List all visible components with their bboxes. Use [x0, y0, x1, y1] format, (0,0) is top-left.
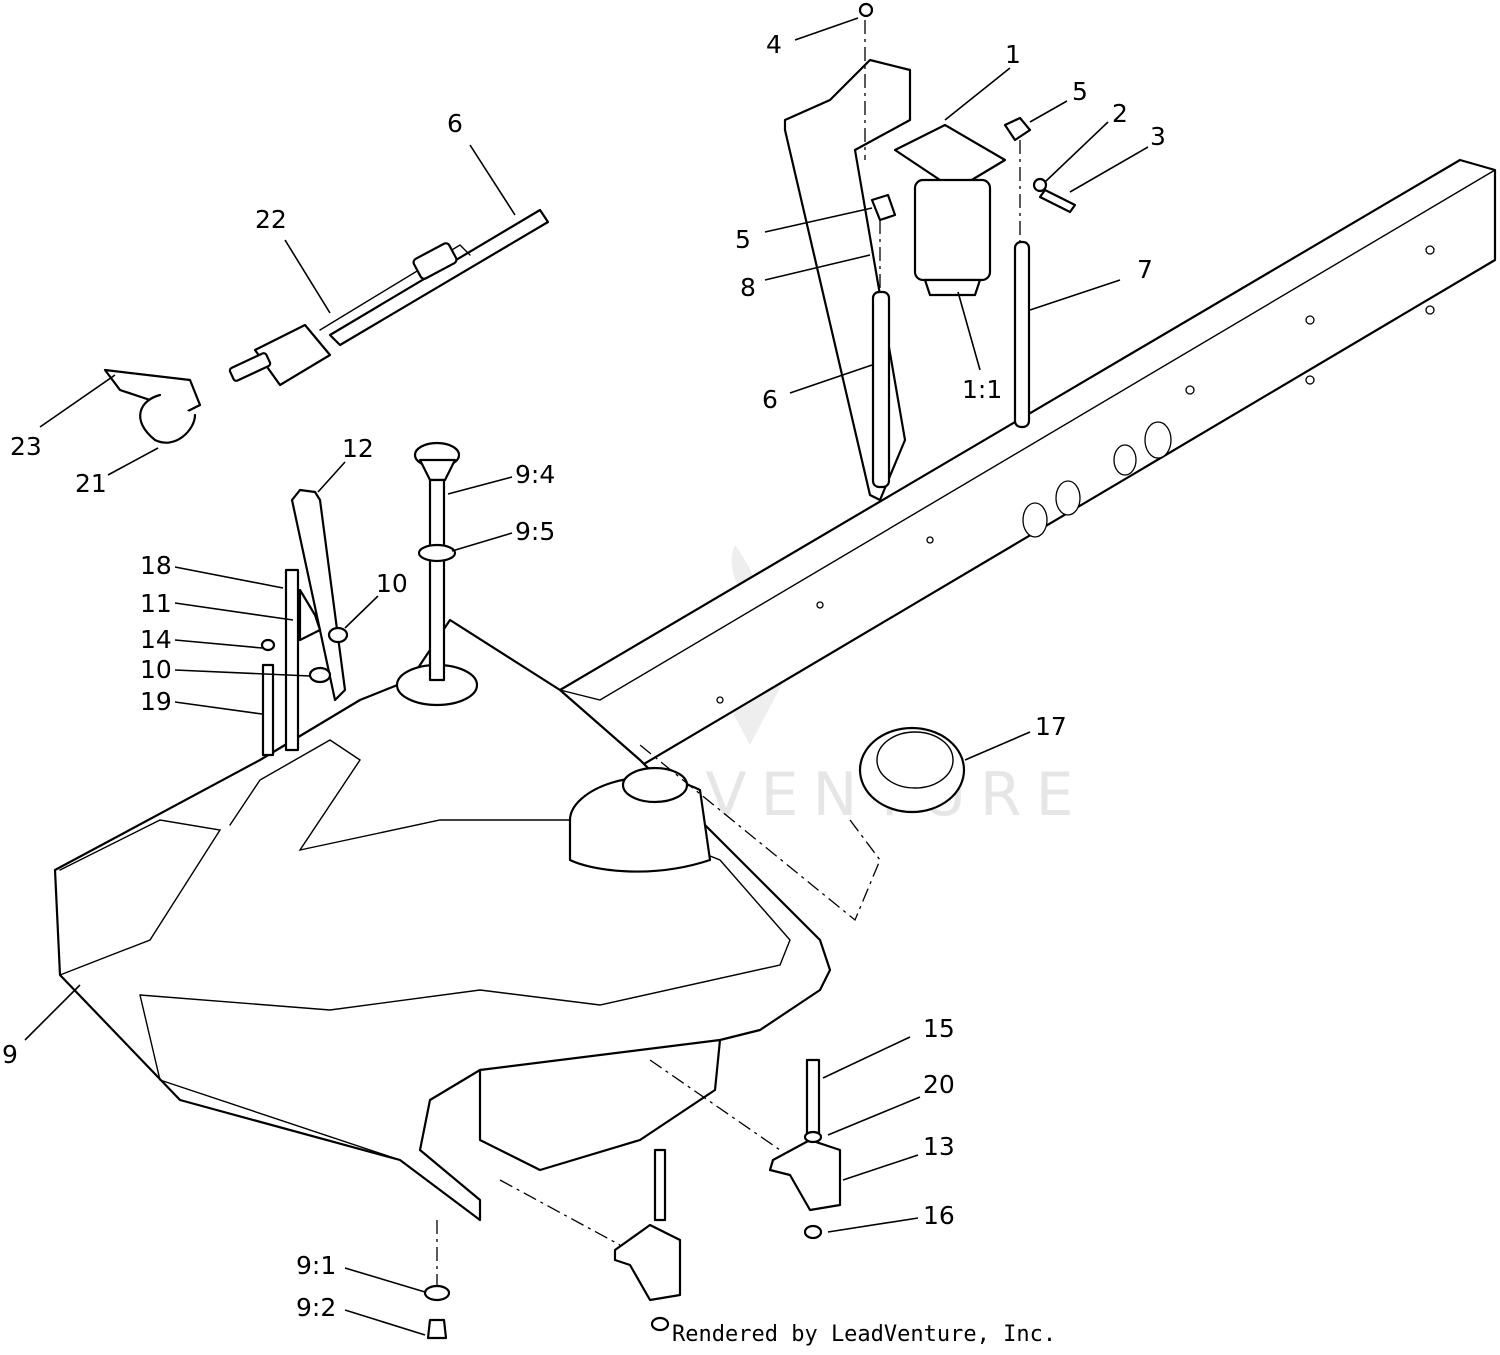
callout-10b: 10 — [140, 655, 172, 684]
callout-20: 20 — [923, 1070, 955, 1099]
callout-10a: 10 — [376, 569, 408, 598]
callout-4: 4 — [766, 30, 782, 59]
callout-14: 14 — [140, 625, 172, 654]
callout-21: 21 — [75, 469, 107, 498]
fuel-filter — [893, 123, 1007, 297]
callout-3: 3 — [1150, 122, 1166, 151]
callout-11: 11 — [140, 589, 172, 618]
callout-2: 2 — [1112, 99, 1128, 128]
callout-9: 9 — [2, 1040, 18, 1069]
callout-16: 16 — [923, 1201, 955, 1230]
callout-6b: 6 — [762, 385, 778, 414]
callout-18: 18 — [140, 551, 172, 580]
nut-4 — [858, 2, 874, 18]
fuel-tank — [53, 618, 832, 1222]
leader-lines — [24, 17, 1149, 1336]
elbow-5-lower — [870, 193, 897, 222]
isolators — [499, 1058, 842, 1332]
callout-9-4: 9:4 — [515, 460, 555, 489]
hose-7 — [1013, 240, 1031, 429]
drain-plug — [423, 1220, 451, 1340]
callout-7: 7 — [1137, 255, 1153, 284]
render-credit: Rendered by LeadVenture, Inc. — [672, 1322, 1056, 1347]
callout-9-5: 9:5 — [515, 517, 555, 546]
fuel-pump — [103, 208, 550, 444]
callout-8: 8 — [740, 273, 756, 302]
callout-1-1: 1:1 — [962, 375, 1002, 404]
callout-1: 1 — [1005, 40, 1021, 69]
callout-17: 17 — [1035, 712, 1067, 741]
elbow-5 — [1003, 116, 1032, 142]
fuel-cap — [639, 726, 966, 922]
hose-6-upper — [871, 290, 891, 489]
callout-9-1: 9:1 — [296, 1251, 336, 1280]
tank-fittings — [260, 488, 349, 757]
bolt-3 — [1038, 188, 1077, 214]
fuel-sender — [413, 441, 461, 682]
callout-5b: 5 — [735, 225, 751, 254]
washer-20 — [803, 1130, 823, 1144]
callout-13: 13 — [923, 1132, 955, 1161]
frame-rail — [558, 158, 1497, 792]
callout-22: 22 — [255, 205, 287, 234]
callout-12: 12 — [342, 434, 374, 463]
callout-6a: 6 — [447, 109, 463, 138]
callout-5a: 5 — [1072, 77, 1088, 106]
callout-23: 23 — [10, 432, 42, 461]
nut-16 — [803, 1224, 823, 1240]
callout-labels: 1 2 3 4 5 5 6 6 7 8 1:1 22 23 21 12 9:4 … — [2, 30, 1166, 1322]
callout-9-2: 9:2 — [296, 1293, 336, 1322]
washer-2 — [1032, 177, 1048, 193]
callout-19: 19 — [140, 687, 172, 716]
bolt-15 — [805, 1058, 821, 1137]
callout-15: 15 — [923, 1014, 955, 1043]
